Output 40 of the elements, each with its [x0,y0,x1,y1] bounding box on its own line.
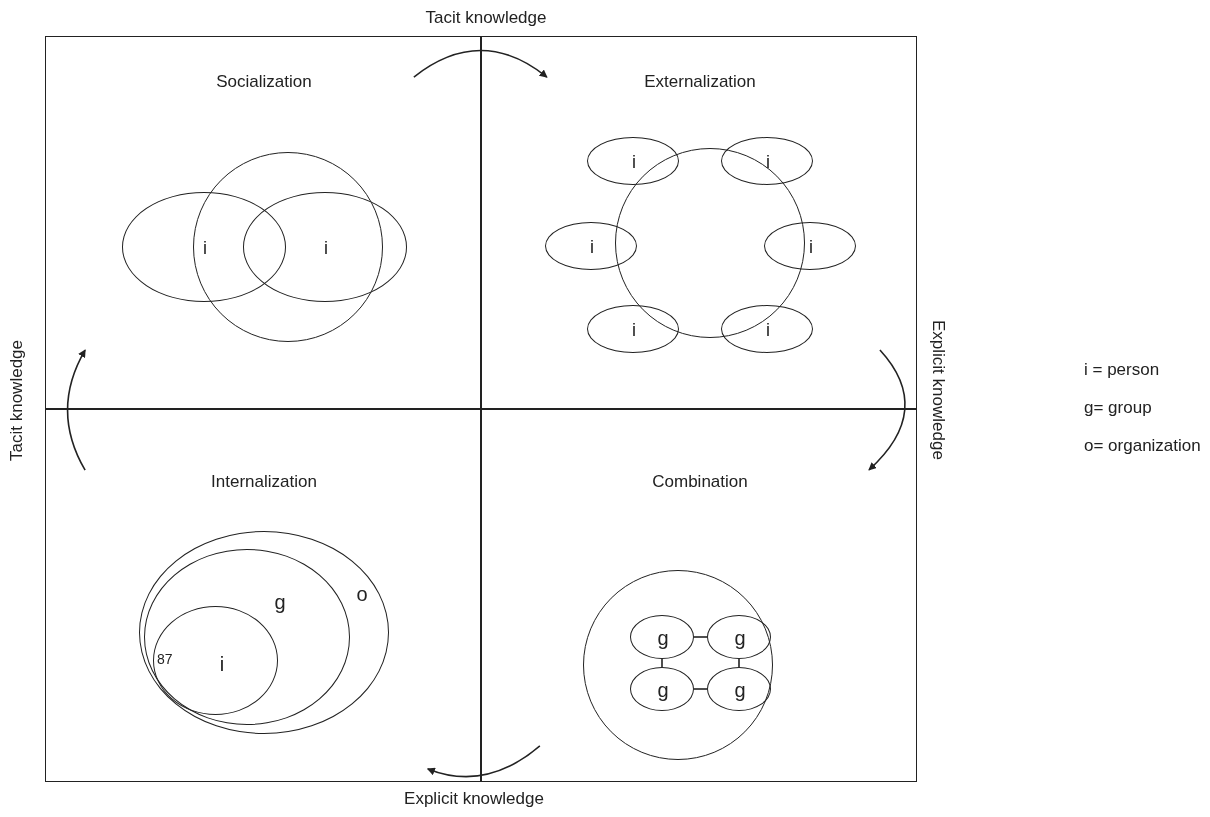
connector-line [738,658,740,668]
ellipse-label: i [809,238,813,256]
quadrant-title: Internalization [211,472,317,490]
ellipse-label: i [766,153,770,171]
ellipse-label: i [632,153,636,171]
ellipse-label: g [734,628,746,648]
axis-label: Explicit knowledge [404,790,544,809]
connector-line [661,658,663,668]
legend-text: i = person [1084,361,1160,380]
curved-arrow [66,349,86,471]
connector-line [693,688,708,690]
connector-line [693,636,708,638]
legend-text: o= organization [1084,437,1201,456]
quadrant-panel [481,36,917,409]
ellipse-label: g [734,680,746,700]
ellipse-label: i [324,239,328,257]
ellipse-label: i [766,321,770,339]
quadrant-title: Externalization [644,72,756,90]
ellipse-label: g [657,680,669,700]
ellipse-label: o [356,584,368,604]
quadrant-panel [45,36,481,409]
curved-arrow [868,349,906,471]
ellipse-shape [139,531,389,734]
ellipse-label: i [590,238,594,256]
axis-label: Explicit knowledge [928,320,947,460]
ellipse-label: i [203,239,207,257]
axis-label: Tacit knowledge [8,340,27,461]
curved-arrow [413,49,548,78]
ellipse-label: i [219,654,225,674]
ellipse-label: i [632,321,636,339]
quadrant-panel [45,409,481,782]
quadrant-title: Socialization [216,72,312,90]
page-number: 87 [157,652,173,668]
legend-text: g= group [1084,399,1152,418]
ellipse-label: g [274,592,286,612]
curved-arrow [426,745,541,778]
quadrant-title: Combination [652,472,748,490]
quadrant-panel [481,409,917,782]
ellipse-label: g [657,628,669,648]
axis-label: Tacit knowledge [425,9,547,28]
